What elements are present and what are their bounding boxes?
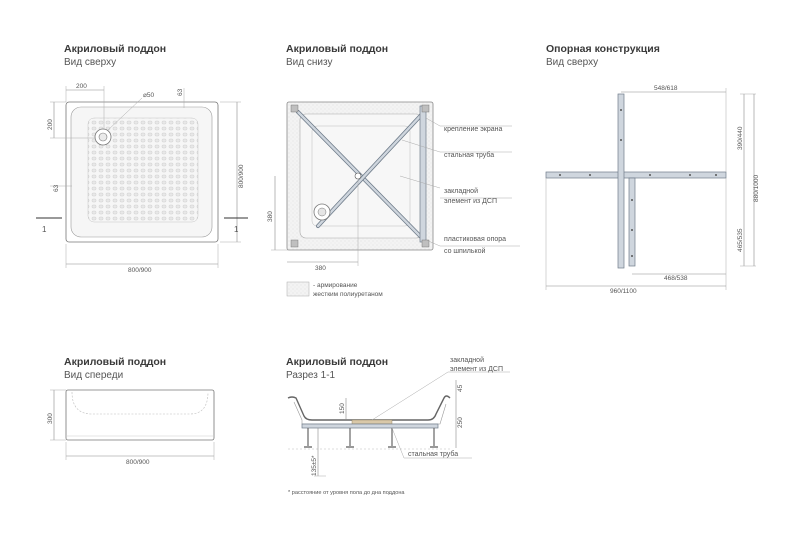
- callout-insert-1: закладной: [444, 187, 478, 195]
- section-mark-left: 1: [42, 225, 47, 234]
- top-view: Акриловый поддон Вид сверху 200 ⌀50 63 2…: [36, 43, 248, 274]
- bottom-view-title: Акриловый поддон: [286, 43, 388, 55]
- tray-front-panel: [65, 389, 215, 441]
- top-view-title: Акриловый поддон: [64, 43, 166, 55]
- frame-view: Опорная конструкция Вид сверху 548/618 3…: [545, 43, 760, 295]
- section-view-subtitle: Разрез 1-1: [286, 370, 336, 381]
- callout-plastic-support-1: пластиковая опора: [444, 236, 506, 243]
- tray-section-profile: [287, 395, 451, 421]
- steel-tube-section: [301, 423, 439, 429]
- legend-swatch-foam: [286, 281, 310, 297]
- section-footnote: * расстояние от уровня пола до дна поддо…: [288, 490, 405, 496]
- dim-section-150: 150: [339, 403, 346, 414]
- dim-200-side: 200: [47, 119, 54, 130]
- bottom-view: Акриловый поддон Вид снизу 380 380 крепл…: [267, 43, 520, 298]
- side-steel-tube: [419, 105, 427, 243]
- vertical-steel-beam-upper: [617, 93, 625, 269]
- dim-width: 800/900: [128, 267, 152, 274]
- drain-icon: [98, 132, 108, 142]
- dim-front-width: 800/900: [126, 459, 150, 466]
- horizontal-steel-beam: [545, 171, 727, 179]
- dim-63-side: 63: [177, 88, 184, 96]
- center-support-icon: [354, 172, 362, 180]
- callout-steel-tube: стальная труба: [444, 151, 494, 159]
- support-foot-icon: [290, 239, 299, 248]
- support-foot-icon: [290, 104, 299, 113]
- dim-front-height: 300: [47, 413, 54, 424]
- bottom-view-subtitle: Вид снизу: [286, 57, 332, 68]
- top-view-subtitle: Вид сверху: [64, 57, 116, 68]
- dim-height: 800/900: [238, 164, 245, 188]
- dim-frame-top: 548/618: [654, 85, 678, 92]
- dim-frame-right-bottom: 465/535: [737, 228, 744, 252]
- legend-line-2: жестким полиуретаном: [313, 291, 383, 298]
- callout-screen-mount: крепление экрана: [444, 126, 503, 133]
- dim-section-135: 135±5*: [311, 455, 318, 476]
- frame-view-title: Опорная конструкция: [546, 43, 660, 55]
- dim-drain-diameter: ⌀50: [143, 92, 155, 99]
- dim-63-left: 63: [53, 184, 60, 192]
- support-foot-icon: [421, 239, 430, 248]
- chipboard-insert: [351, 419, 393, 425]
- front-view: Акриловый поддон Вид спереди 300 800/900: [47, 356, 215, 466]
- dim-380-horizontal: 380: [315, 265, 326, 272]
- callout-section-insert-1: закладной: [450, 356, 484, 364]
- callout-section-insert-2: элемент из ДСП: [450, 366, 503, 373]
- dim-frame-right-total: 880/1000: [753, 175, 760, 202]
- dim-200-top: 200: [76, 83, 87, 90]
- frame-view-subtitle: Вид сверху: [546, 57, 598, 68]
- dim-380-vertical: 380: [267, 211, 274, 222]
- dim-frame-right-top: 390/440: [737, 126, 744, 150]
- dim-frame-bottom-total: 960/1100: [610, 288, 637, 295]
- support-foot-icon: [421, 104, 430, 113]
- anti-slip-pattern: [87, 117, 199, 223]
- section-view-title: Акриловый поддон: [286, 356, 388, 368]
- callout-section-steel-tube: стальная труба: [408, 450, 458, 458]
- section-view: Акриловый поддон Разрез 1-1 45 250 150 1…: [286, 356, 510, 496]
- dim-section-250: 250: [457, 417, 464, 428]
- section-mark-right: 1: [234, 225, 239, 234]
- front-view-subtitle: Вид спереди: [64, 370, 123, 381]
- dim-section-45: 45: [457, 384, 464, 392]
- callout-insert-2: элемент из ДСП: [444, 198, 497, 205]
- vertical-steel-beam-lower: [628, 177, 636, 267]
- dim-frame-bottom-inner: 468/538: [664, 275, 688, 282]
- callout-plastic-support-2: со шпилькой: [444, 247, 485, 255]
- front-view-title: Акриловый поддон: [64, 356, 166, 368]
- legend-line-1: - армирование: [313, 282, 358, 289]
